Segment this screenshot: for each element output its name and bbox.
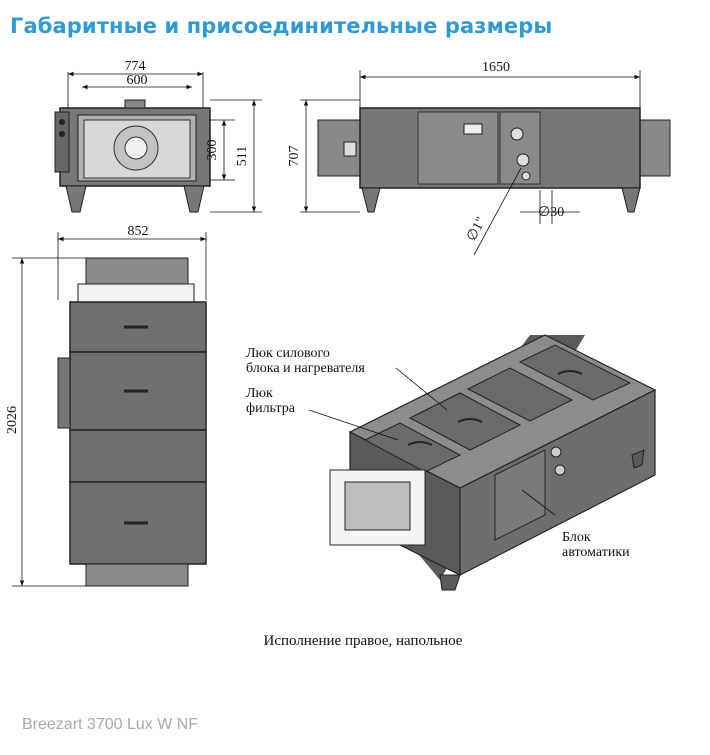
dim-1650: 1650 [482, 60, 510, 75]
callout-filter-hatch: Люк фильтра [246, 386, 295, 416]
page-title: Габаритные и присоединительные размеры [10, 14, 553, 38]
front-view [54, 71, 262, 213]
callout-automation: Блок автоматики [562, 530, 630, 560]
dim-300: 300 [205, 140, 220, 161]
dim-d1-inch: ∅1" [464, 215, 489, 244]
dim-600: 600 [127, 73, 148, 88]
dim-707: 707 [287, 146, 302, 167]
dim-511: 511 [235, 146, 250, 166]
dim-852: 852 [128, 224, 149, 239]
dim-774: 774 [125, 59, 146, 74]
dim-d30: ∅30 [538, 205, 564, 220]
drawing-caption: Исполнение правое, напольное [263, 633, 463, 649]
side-view [300, 70, 671, 256]
isometric-view [308, 334, 657, 591]
dim-2026: 2026 [5, 406, 20, 434]
model-name: Breezart 3700 Lux W NF [22, 716, 199, 733]
callout-power-hatch: Люк силового блока и нагревателя [246, 346, 365, 376]
top-view [12, 232, 207, 587]
